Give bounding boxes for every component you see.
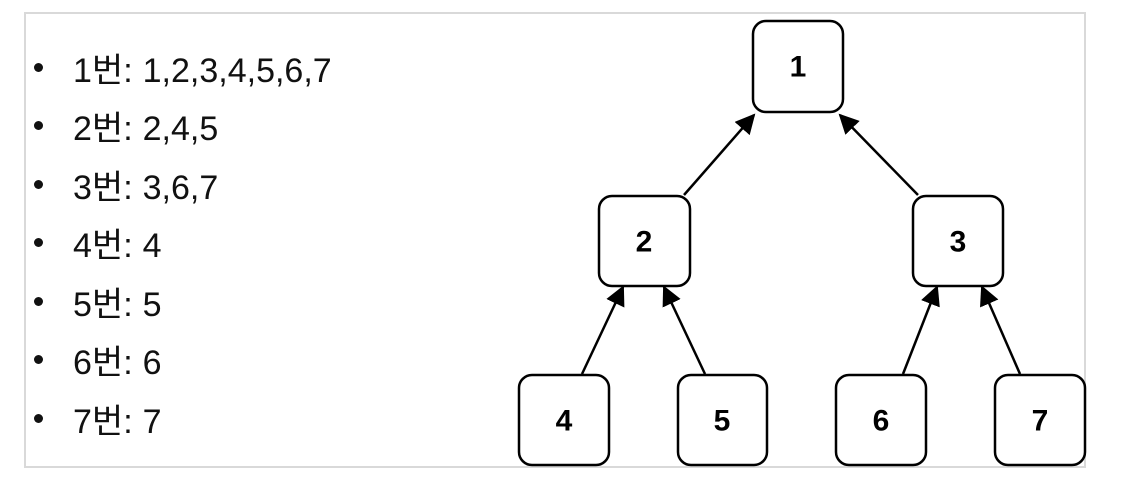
list-item-value: 6 <box>142 344 162 383</box>
tree-node-3: 3 <box>911 194 1005 288</box>
tree-node-6: 6 <box>834 373 928 467</box>
list-item-label: 4번: <box>73 227 133 266</box>
list-item-value: 1,2,3,4,5,6,7 <box>142 51 332 90</box>
list-item-label: 2번: <box>73 110 133 149</box>
list-item-label: 1번: <box>73 51 133 90</box>
bullet-icon <box>34 296 43 306</box>
edge-4-to-2 <box>580 285 625 375</box>
bullet-icon <box>34 62 43 72</box>
list-item: 3번: 3,6,7 <box>30 155 332 214</box>
node-label: 3 <box>950 226 967 259</box>
list-item-label: 5번: <box>73 285 133 324</box>
list-item: 6번: 6 <box>30 331 332 390</box>
bullet-icon <box>34 238 43 248</box>
list-item-value: 7 <box>142 402 162 441</box>
list-item: 7번: 7 <box>30 389 332 448</box>
node-label: 7 <box>1032 405 1049 438</box>
list-item: 5번: 5 <box>30 272 332 331</box>
tree-node-5: 5 <box>676 373 769 467</box>
list-item-value: 2,4,5 <box>142 110 219 149</box>
list-item-label: 6번: <box>73 344 133 383</box>
node-label: 1 <box>790 51 807 84</box>
tree-node-4: 4 <box>517 373 611 467</box>
list-item-label: 3번: <box>73 168 133 207</box>
list-item-label: 7번: <box>73 402 133 441</box>
edge-6-to-3 <box>901 285 940 375</box>
tree-node-1: 1 <box>751 19 845 114</box>
node-label: 4 <box>556 405 573 438</box>
bullet-icon <box>34 355 43 365</box>
edge-3-to-1 <box>838 113 919 196</box>
tree-node-7: 7 <box>993 373 1087 467</box>
list-item-value: 4 <box>142 227 162 266</box>
bullet-icon <box>34 413 43 423</box>
list-item: 4번: 4 <box>30 214 332 273</box>
node-label: 5 <box>714 405 731 438</box>
edge-5-to-2 <box>662 285 707 375</box>
list-item-value: 3,6,7 <box>142 168 219 207</box>
list-item: 2번: 2,4,5 <box>30 97 332 156</box>
bullet-icon <box>34 179 43 189</box>
bullet-icon <box>34 121 43 131</box>
node-label: 2 <box>636 226 653 259</box>
node-label: 6 <box>873 405 890 438</box>
subtree-list: 1번: 1,2,3,4,5,6,7 2번: 2,4,5 3번: 3,6,7 4번… <box>30 38 332 448</box>
list-item: 1번: 1,2,3,4,5,6,7 <box>30 38 332 97</box>
list-item-value: 5 <box>142 285 162 324</box>
edge-7-to-3 <box>980 285 1022 375</box>
edge-2-to-1 <box>683 113 756 196</box>
tree-node-2: 2 <box>597 194 692 288</box>
